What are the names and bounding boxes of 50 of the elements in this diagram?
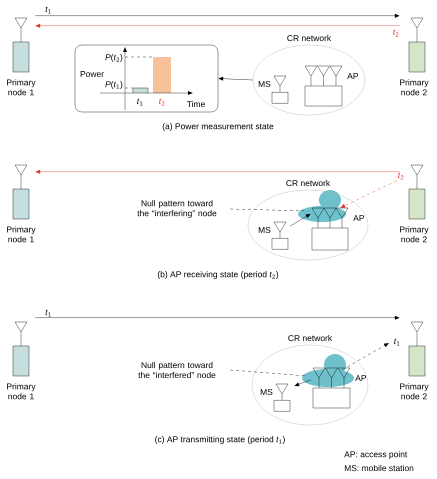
mobile-station: MS xyxy=(258,222,288,250)
arrow xyxy=(36,170,400,174)
primary-node: Primary node 1 xyxy=(7,322,36,400)
leader-line xyxy=(230,208,304,211)
node-label: Primary node 1 xyxy=(7,383,36,400)
annotation-text: Null pattern toward the “interfered” node xyxy=(138,362,216,378)
node-label: Primary node 2 xyxy=(400,79,429,96)
edge-label: t$_{1}$ xyxy=(46,6,51,14)
node-label: Primary node 1 xyxy=(7,79,36,96)
node-label: Primary node 2 xyxy=(400,226,429,242)
legend-text: AP: access point xyxy=(344,451,408,459)
arrow xyxy=(294,380,311,386)
node-label: CR network xyxy=(287,34,332,42)
node-label: CR network xyxy=(286,180,330,186)
arrow xyxy=(36,24,400,28)
power-chart: Power P(t$_{2}$) P(t$_{1}$) t$_{1}$ t$_{2}$ Time xyxy=(74,44,218,112)
primary-node: Primary node 1 xyxy=(7,18,36,96)
edge-label: t$_{2}$ xyxy=(393,30,398,36)
node-label: MS xyxy=(258,227,270,233)
node-label: MS xyxy=(258,81,270,87)
node-label: AP xyxy=(355,375,366,381)
arrow xyxy=(218,76,253,81)
node-label: MS xyxy=(260,389,272,395)
node-label: AP xyxy=(353,215,364,221)
mobile-station: MS xyxy=(258,76,288,104)
legend-text: MS: mobile station xyxy=(344,464,414,472)
mobile-station: MS xyxy=(260,384,290,412)
annotation-text: Null pattern toward the “interfering” node xyxy=(137,200,216,218)
edge-label: t$_{1}$ xyxy=(46,310,51,316)
access-point: AP xyxy=(304,66,358,106)
caption: (b) AP receiving state (period t$_{2}$) xyxy=(158,271,278,279)
dashed-arrow xyxy=(342,343,389,370)
caption: (c) AP transmitting state (period t$_{1}$) xyxy=(155,436,285,444)
edge-label: t$_{2}$ xyxy=(398,172,404,180)
primary-node: Primary node 2 xyxy=(400,322,429,400)
primary-node: Primary node 2 xyxy=(400,18,429,96)
node-label: Primary node 2 xyxy=(400,383,429,400)
leader-line xyxy=(230,370,305,376)
node-label: AP xyxy=(347,73,358,79)
edge-label: t$_{1}$ xyxy=(394,338,400,346)
access-point: AP xyxy=(312,208,364,250)
arrow xyxy=(35,14,400,18)
caption: (a) Power measurement state xyxy=(162,123,274,131)
node-label: CR network xyxy=(288,334,332,342)
access-point: AP xyxy=(312,368,366,408)
node-label: Primary node 1 xyxy=(7,226,36,242)
arrow xyxy=(290,214,311,226)
dashed-arrow xyxy=(340,180,397,208)
arrow xyxy=(35,316,400,320)
primary-node: Primary node 1 xyxy=(7,164,36,242)
